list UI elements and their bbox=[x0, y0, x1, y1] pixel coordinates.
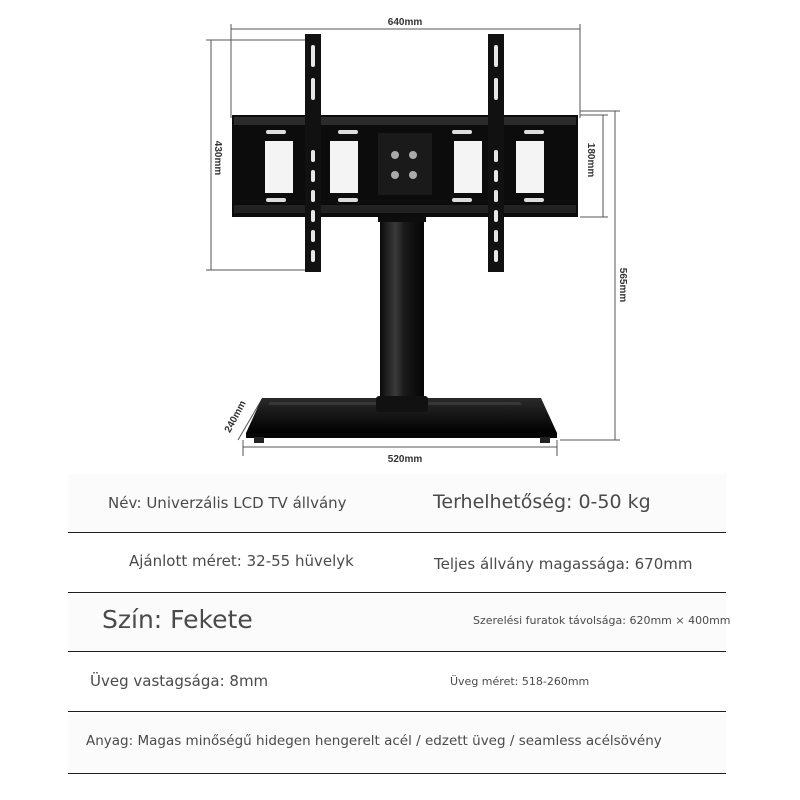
spec-glass-size: Üveg méret: 518-260mm bbox=[450, 675, 590, 688]
dim-label-base-depth: 240mm bbox=[223, 399, 249, 435]
row-divider bbox=[68, 711, 726, 712]
row-divider bbox=[68, 532, 726, 533]
dim-label-base-width: 520mm bbox=[388, 454, 423, 465]
mounting-arms bbox=[305, 34, 504, 272]
support-column bbox=[376, 212, 428, 412]
spec-material: Anyag: Magas minőségű hidegen hengerelt … bbox=[86, 733, 662, 749]
spec-total-height: Teljes állvány magassága: 670mm bbox=[434, 555, 693, 573]
spec-row-band bbox=[68, 594, 726, 652]
row-divider bbox=[68, 773, 726, 774]
dim-label-plate-height: 180mm bbox=[585, 143, 596, 178]
spec-color: Szín: Fekete bbox=[102, 605, 253, 634]
row-divider bbox=[68, 651, 726, 652]
spec-row-band bbox=[68, 714, 726, 772]
mounting-plate bbox=[232, 115, 578, 217]
spec-row-band bbox=[68, 474, 726, 532]
dim-label-top-width: 640mm bbox=[388, 17, 423, 28]
dim-label-total-height: 565mm bbox=[617, 268, 628, 303]
spec-load-capacity: Terhelhetőség: 0-50 kg bbox=[433, 491, 651, 513]
spec-glass-thickness: Üveg vastagsága: 8mm bbox=[90, 672, 269, 690]
spec-recommended-size: Ajánlott méret: 32-55 hüvelyk bbox=[129, 552, 354, 570]
row-divider bbox=[68, 592, 726, 593]
dimension-lines bbox=[206, 24, 620, 456]
tv-stand-diagram: 640mm 430mm 180mm 565mm 240mm 520mm bbox=[206, 17, 628, 465]
dim-label-bracket-height: 430mm bbox=[212, 141, 223, 176]
spec-name: Név: Univerzális LCD TV állvány bbox=[108, 494, 347, 512]
spec-mounting-holes: Szerelési furatok távolsága: 620mm × 400… bbox=[473, 614, 731, 627]
